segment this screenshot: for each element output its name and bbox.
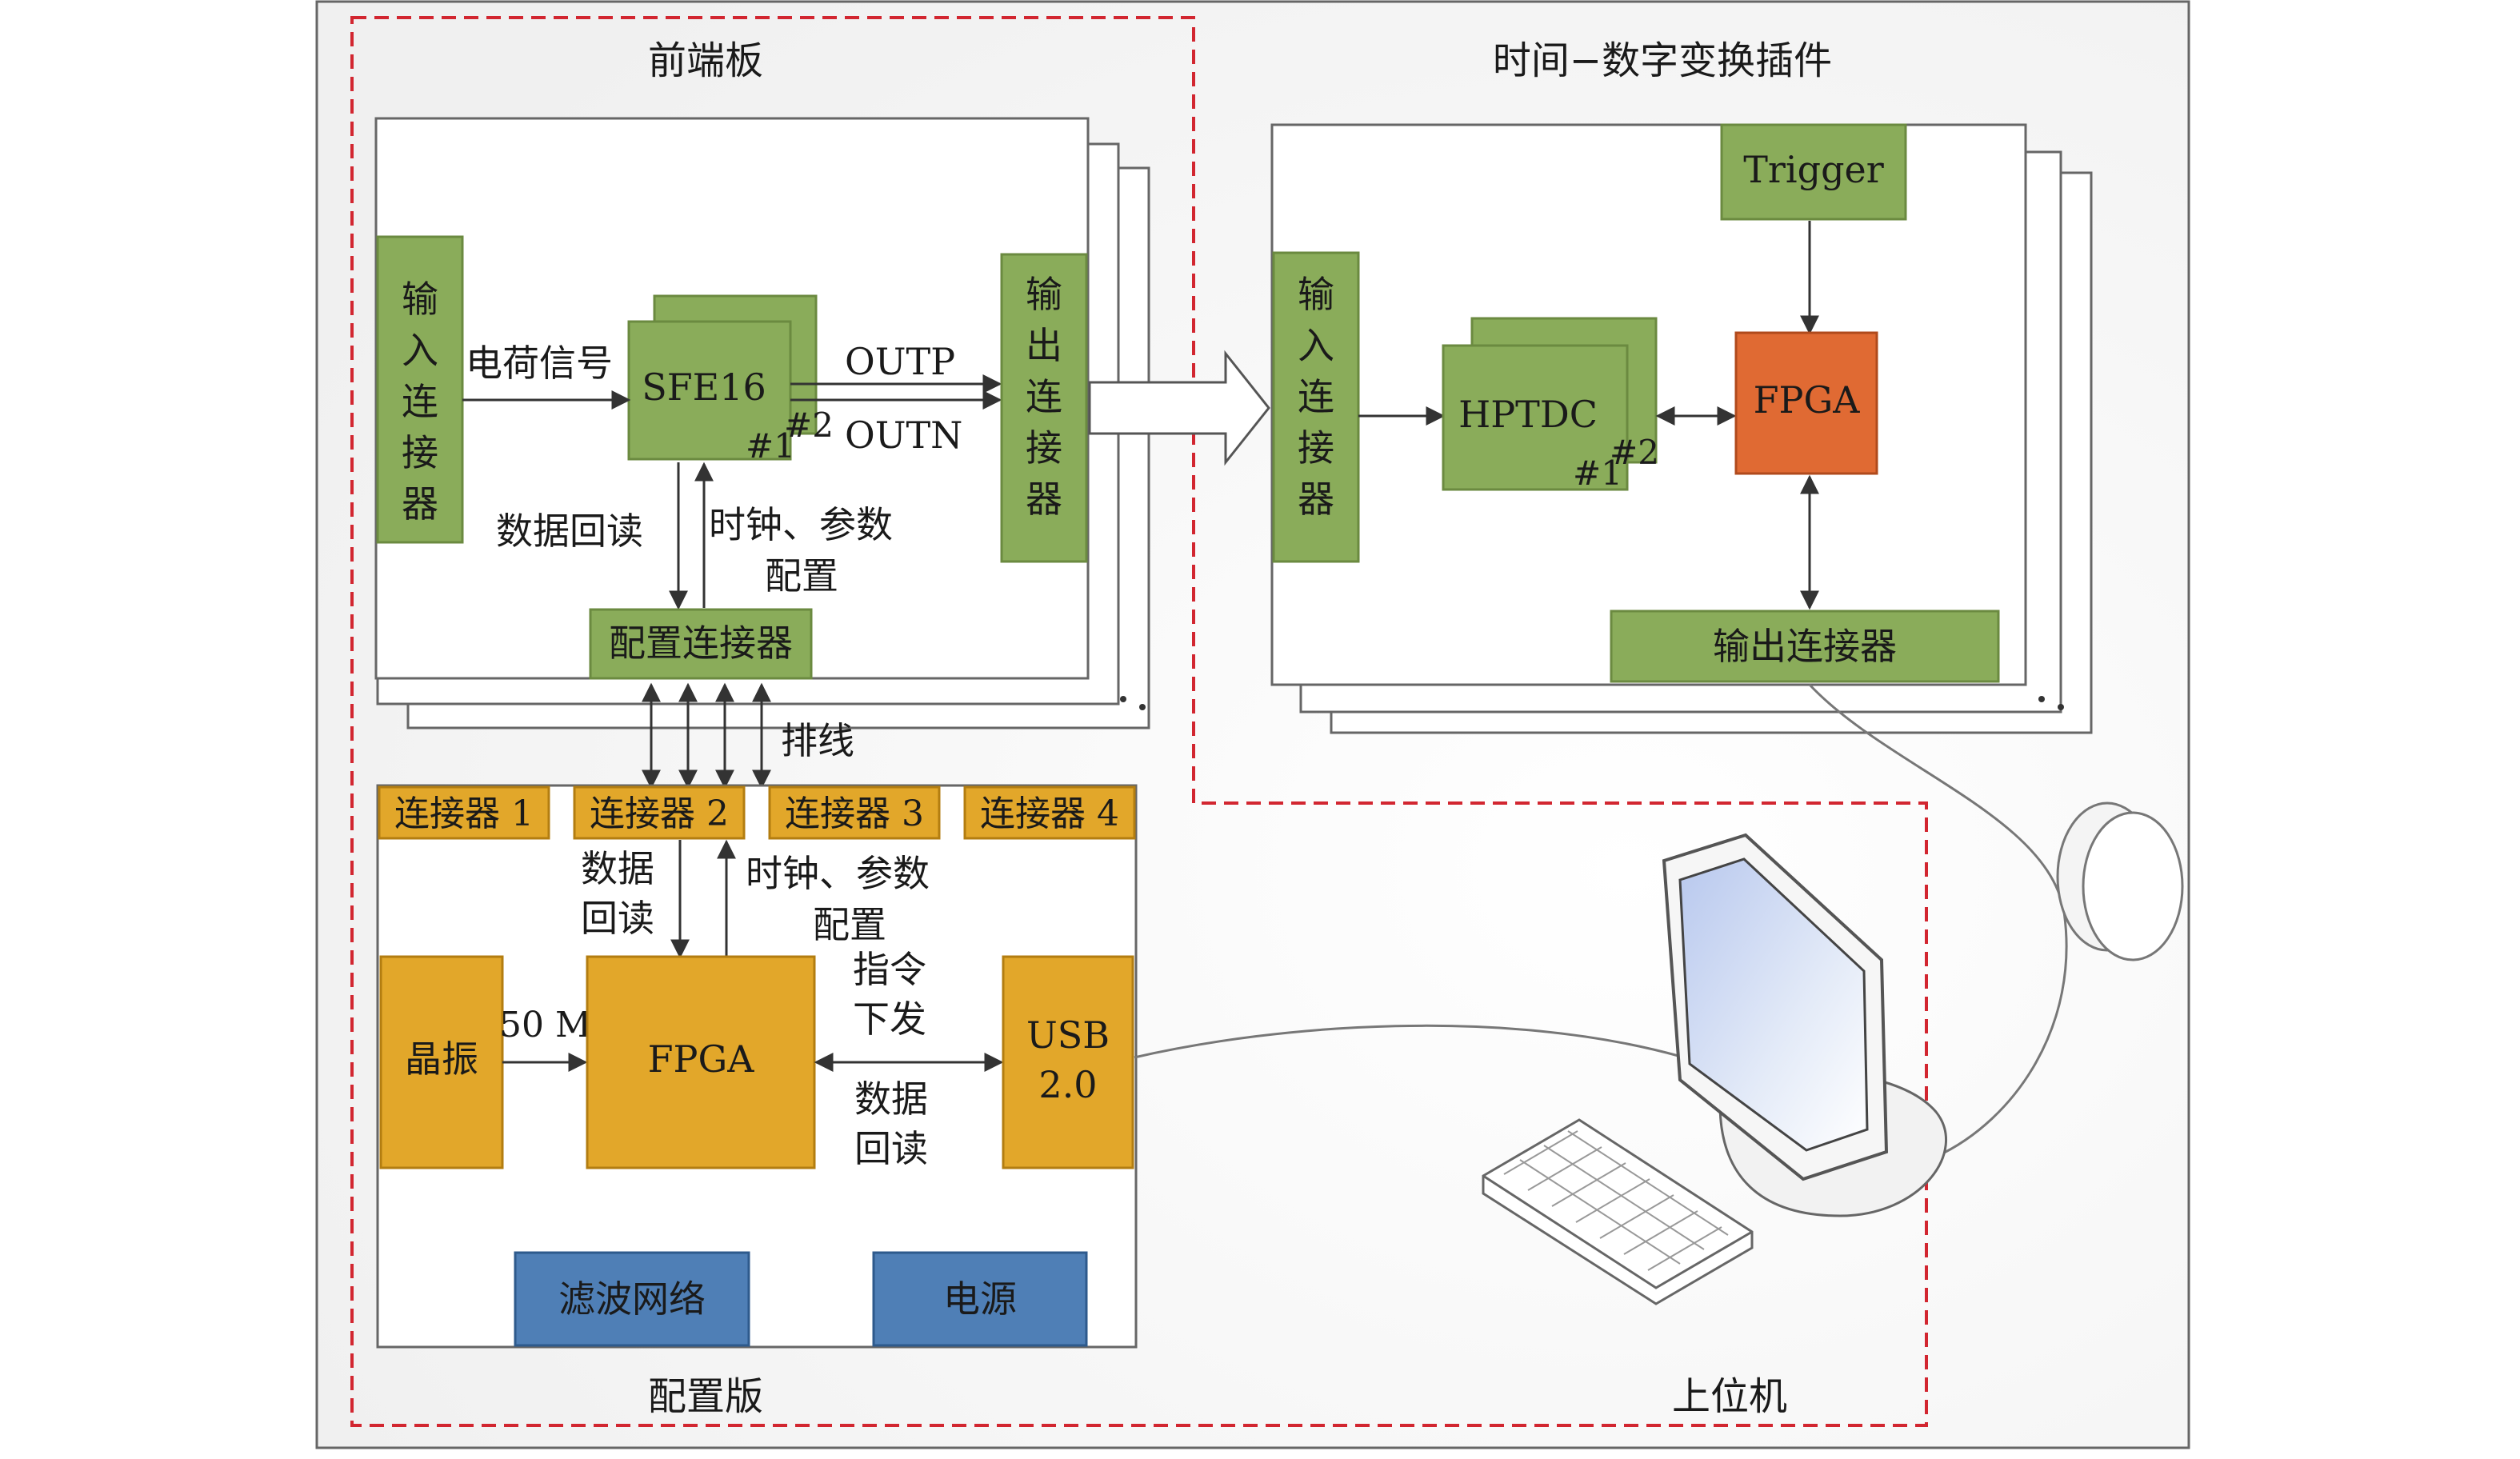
keyboard-icon: [1482, 1118, 1754, 1305]
tdc-fpga: [1734, 331, 1878, 475]
clock-param-label-2: 配置: [765, 554, 838, 598]
front-config-connector-label: 配置连接器: [609, 622, 793, 665]
oscillator: [379, 955, 504, 1169]
filter-network: [514, 1251, 750, 1347]
hptdc-index-1: #1: [1573, 454, 1622, 493]
config-fpga-label: FPGA: [648, 1037, 755, 1081]
mouse-icon: [2056, 801, 2184, 961]
connector-2-label: 连接器 2: [590, 793, 729, 834]
connector-3: [768, 785, 941, 840]
readback-label: 数据回读: [496, 510, 643, 553]
config-clock-label-1: 时钟、参数: [746, 852, 930, 895]
front-input-connector: [376, 235, 464, 544]
data-label-1: 数据: [854, 1077, 928, 1121]
host-title: 上位机: [1672, 1374, 1787, 1419]
front-board-title: 前端板: [648, 38, 763, 83]
config-readback-label-1: 数据: [581, 847, 654, 890]
hptdc-chip: [1442, 344, 1629, 491]
tdc-output-connector-label: 输出连接器: [1713, 625, 1897, 668]
tdc-fpga-label: FPGA: [1754, 378, 1861, 422]
freq-label: 50 M: [499, 1005, 591, 1045]
connector-1-label: 连接器 1: [394, 793, 534, 834]
monitor-icon: [1662, 833, 1947, 1217]
cable-label: 排线: [781, 719, 854, 762]
trigger: [1720, 123, 1907, 221]
oscillator-label: 晶振: [405, 1037, 478, 1081]
tdc-input-connector: [1272, 251, 1360, 563]
cmd-label-2: 下发: [853, 997, 926, 1041]
config-board-title: 配置版: [648, 1374, 763, 1419]
usb-label-1: USB: [1026, 1013, 1110, 1057]
front-input-connector-label: 输入连接器: [402, 278, 438, 526]
outp-label: OUTP: [845, 340, 955, 383]
power-supply-label: 电源: [943, 1277, 1017, 1321]
stack-dot: [1139, 704, 1146, 710]
dashed-boundary: [350, 16, 1928, 1427]
usb: [1002, 955, 1134, 1169]
data-label-2: 回读: [854, 1127, 928, 1170]
connector-4-label: 连接器 4: [980, 793, 1119, 834]
tdc-input-connector-label: 输入连接器: [1298, 273, 1334, 521]
sfe16-label: SFE16: [642, 366, 766, 409]
connector-4: [963, 785, 1136, 840]
tdc-output-connector: [1610, 610, 2000, 683]
stack-dot: [2038, 696, 2045, 702]
connector-3-label: 连接器 3: [785, 793, 924, 834]
tdc-plugin-title: 时间−数字变换插件: [1493, 38, 1832, 83]
hollow-arrow: [1088, 350, 1270, 466]
sfe16-index-1: #1: [746, 426, 795, 466]
charge-signal-label: 电荷信号: [466, 342, 613, 385]
stack-dot: [1120, 696, 1126, 702]
front-config-connector: [589, 608, 813, 680]
connector-1: [378, 785, 550, 840]
connector-2: [573, 785, 746, 840]
usb-host-cable: [1134, 1024, 1679, 1059]
front-output-connector-label: 输出连接器: [1026, 273, 1062, 521]
config-readback-label-2: 回读: [581, 897, 654, 940]
stack-dot: [2058, 704, 2064, 710]
front-output-connector: [1000, 253, 1088, 563]
config-clock-label-2: 配置: [813, 903, 886, 946]
sfe16-index-2: #2: [784, 406, 834, 445]
usb-label-2: 2.0: [1038, 1063, 1097, 1106]
power-supply: [872, 1251, 1088, 1347]
hptdc-index-2: #2: [1610, 433, 1659, 472]
trigger-label: Trigger: [1743, 148, 1884, 191]
hptdc-label: HPTDC: [1458, 393, 1598, 436]
filter-network-label: 滤波网络: [558, 1277, 706, 1321]
clock-param-label-1: 时钟、参数: [709, 503, 893, 546]
cmd-label-1: 指令: [853, 948, 926, 991]
config-fpga: [586, 955, 816, 1169]
outn-label: OUTN: [845, 414, 962, 457]
